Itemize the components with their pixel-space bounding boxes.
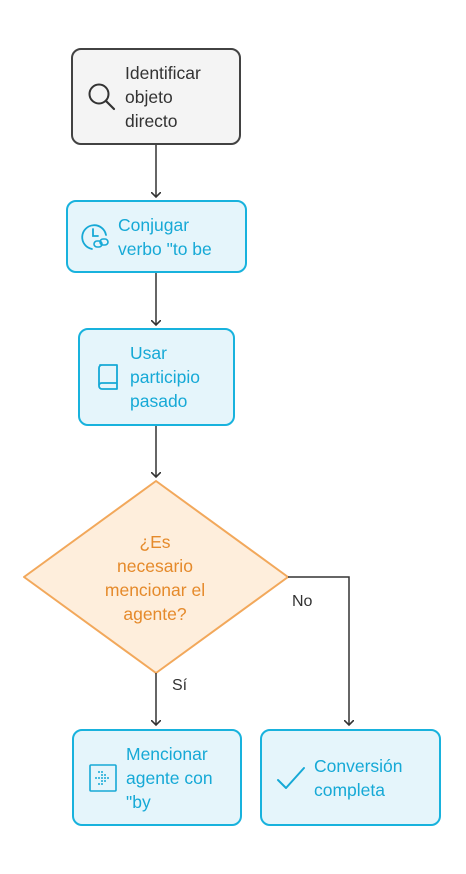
clock-link-icon bbox=[78, 221, 112, 253]
step-mention-agent: Mencionar agente con "by bbox=[72, 729, 242, 826]
checkmark-icon bbox=[274, 762, 308, 794]
book-icon bbox=[92, 361, 124, 393]
connector-decision-no bbox=[288, 576, 349, 725]
step-identify-label: Identificar objeto directo bbox=[125, 62, 201, 131]
step-participle-label: Usar participio pasado bbox=[130, 343, 201, 411]
step-conjugate-label: Conjugar verbo "to be bbox=[118, 214, 212, 259]
step-identify-object: Identificar objeto directo bbox=[71, 48, 241, 145]
edge-label-no: No bbox=[292, 593, 313, 610]
step-past-participle: Usar participio pasado bbox=[78, 328, 235, 426]
dotted-arrow-icon bbox=[86, 762, 120, 794]
search-icon bbox=[85, 81, 119, 113]
step-conjugate-verb: Conjugar verbo "to be bbox=[66, 200, 247, 273]
step-mention-label: Mencionar agente con "by bbox=[126, 743, 213, 812]
edge-label-yes: Sí bbox=[172, 677, 188, 694]
step-complete-label: Conversión completa bbox=[314, 755, 403, 800]
decision-label: ¿Es necesario mencionar el agente? bbox=[104, 532, 206, 624]
step-conversion-complete: Conversión completa bbox=[260, 729, 441, 826]
